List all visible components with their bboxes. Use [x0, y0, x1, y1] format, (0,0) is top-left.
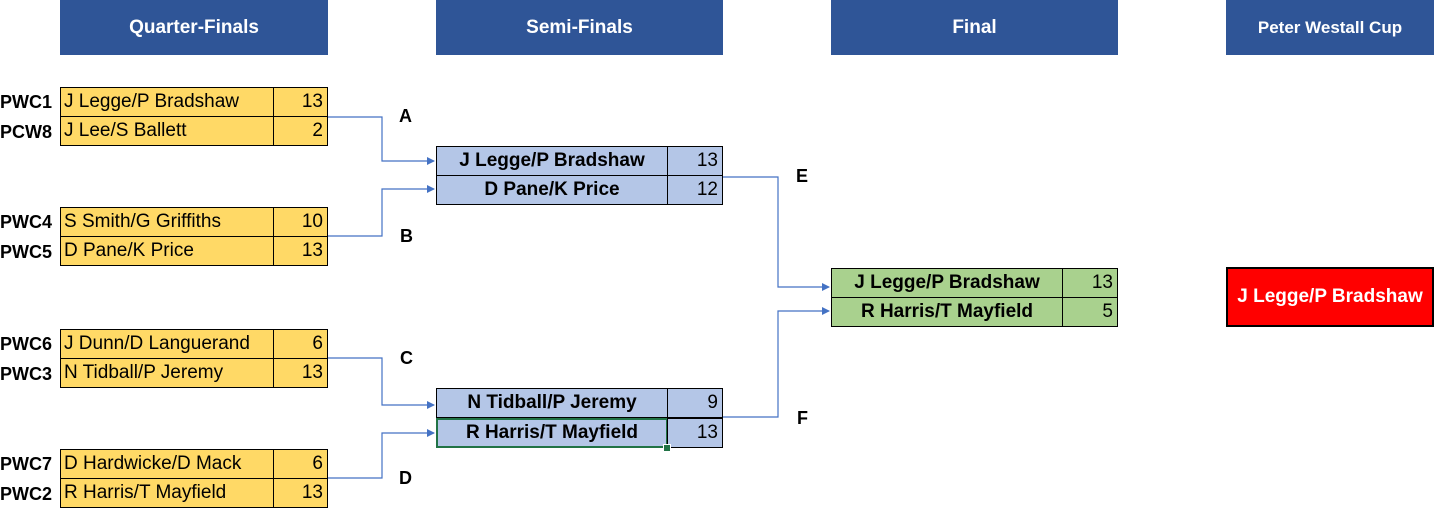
match-letter-e: E	[796, 166, 809, 186]
qf-score-cell[interactable]: 6	[273, 329, 328, 359]
match-letter-d: D	[399, 468, 412, 488]
seed-label: PWC5	[0, 241, 53, 262]
seed-label: PWC3	[0, 363, 53, 384]
qf-score-cell[interactable]: 13	[273, 87, 328, 117]
sf-team-cell-selected[interactable]: R Harris/T Mayfield	[436, 418, 668, 448]
sf-team-cell[interactable]: N Tidball/P Jeremy	[436, 388, 668, 418]
qf-team-cell[interactable]: R Harris/T Mayfield	[60, 478, 274, 508]
seed-label: PCW8	[0, 121, 53, 142]
final-team-cell[interactable]: J Legge/P Bradshaw	[831, 268, 1063, 298]
connector-a	[328, 116, 435, 165]
qf-team-cell[interactable]: J Legge/P Bradshaw	[60, 87, 274, 117]
final-score-cell[interactable]: 5	[1062, 297, 1118, 327]
qf-score-cell[interactable]: 10	[273, 207, 328, 237]
quarter-finals-header: Quarter-Finals	[60, 0, 328, 55]
match-letter-f: F	[797, 408, 808, 428]
qf-score-cell[interactable]: 13	[273, 478, 328, 508]
cup-header: Peter Westall Cup	[1226, 0, 1434, 55]
qf-team-cell[interactable]: N Tidball/P Jeremy	[60, 358, 274, 388]
seed-label: PWC6	[0, 333, 53, 354]
qf-score-cell[interactable]: 13	[273, 236, 328, 266]
match-letter-b: B	[400, 226, 413, 246]
connector-e	[723, 176, 830, 291]
final-header: Final	[831, 0, 1118, 55]
match-letter-a: A	[399, 106, 412, 126]
qf-score-cell[interactable]: 2	[273, 116, 328, 146]
qf-score-cell[interactable]: 13	[273, 358, 328, 388]
sf-score-cell[interactable]: 13	[667, 146, 723, 176]
sf-team-cell[interactable]: D Pane/K Price	[436, 175, 668, 205]
sf-team-cell[interactable]: J Legge/P Bradshaw	[436, 146, 668, 176]
seed-label: PWC4	[0, 211, 53, 232]
seed-label: PWC7	[0, 453, 53, 474]
connector-b	[328, 185, 435, 237]
final-team-cell[interactable]: R Harris/T Mayfield	[831, 297, 1063, 327]
semi-finals-header: Semi-Finals	[436, 0, 723, 55]
connector-f	[723, 307, 830, 418]
cell-fill-handle[interactable]	[663, 444, 671, 452]
sf-score-cell[interactable]: 12	[667, 175, 723, 205]
cup-winner-cell[interactable]: J Legge/P Bradshaw	[1226, 267, 1434, 327]
qf-team-cell[interactable]: D Pane/K Price	[60, 236, 274, 266]
qf-team-cell[interactable]: S Smith/G Griffiths	[60, 207, 274, 237]
qf-team-cell[interactable]: J Lee/S Ballett	[60, 116, 274, 146]
connector-d	[328, 429, 435, 479]
sf-score-cell[interactable]: 13	[667, 418, 723, 448]
qf-team-cell[interactable]: D Hardwicke/D Mack	[60, 449, 274, 479]
connector-c	[328, 357, 435, 409]
seed-label: PWC1	[0, 91, 53, 112]
final-score-cell[interactable]: 13	[1062, 268, 1118, 298]
qf-score-cell[interactable]: 6	[273, 449, 328, 479]
sf-score-cell[interactable]: 9	[667, 388, 723, 418]
seed-label: PWC2	[0, 483, 53, 504]
match-letter-c: C	[400, 348, 413, 368]
qf-team-cell[interactable]: J Dunn/D Languerand	[60, 329, 274, 359]
